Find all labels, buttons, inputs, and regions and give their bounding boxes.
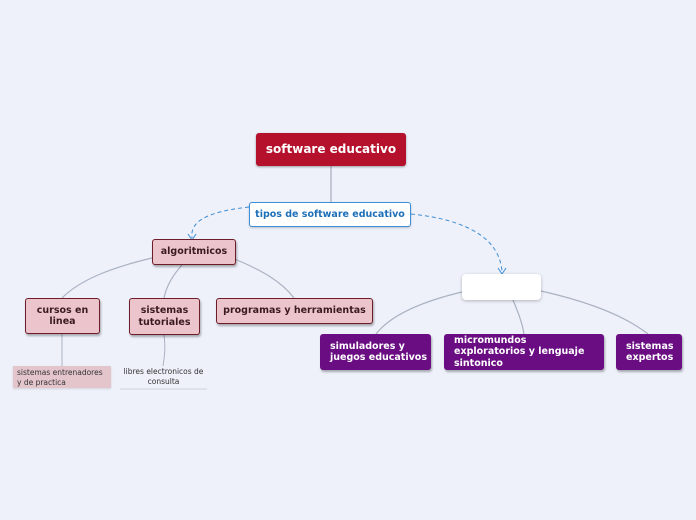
topic-sistemas-expertos[interactable]: sistemas expertos [616, 334, 682, 370]
note-libres-text: libres electronicos de consulta [123, 367, 204, 387]
heuristic-to-micromundos-line [512, 299, 525, 335]
topic-heuristic-unlabeled[interactable] [462, 274, 541, 300]
topic-cursos-label: cursos en linea [36, 304, 89, 327]
note-libres-electronicos[interactable]: libres electronicos de consulta [120, 367, 207, 387]
topic-tipos-label: tipos de software educativo [255, 208, 405, 220]
algoritmicos-to-cursos-line [61, 257, 153, 299]
topic-algoritmicos[interactable]: algoritmicos [152, 239, 236, 265]
tutoriales-to-note-line [162, 334, 166, 367]
category-to-heuristic-link [410, 213, 503, 273]
topic-simuladores-label: simuladores y juegos educativos [330, 340, 427, 363]
topic-tutoriales-label: sistemas tutoriales [138, 305, 191, 328]
algoritmicos-to-tutoriales-line [163, 264, 183, 299]
topic-cursos-en-linea[interactable]: cursos en linea [25, 298, 100, 334]
topic-micromundos-label: micromundos exploratorios y lenguaje sin… [454, 334, 585, 369]
topic-expertos-label: sistemas expertos [626, 340, 674, 363]
heuristic-to-expertos-line [540, 290, 649, 335]
topic-algoritmicos-label: algoritmicos [160, 246, 228, 258]
heuristic-to-simuladores-line [375, 291, 463, 335]
topic-sistemas-tutoriales[interactable]: sistemas tutoriales [129, 298, 200, 335]
note-sistemas-entrenadores[interactable]: sistemas entrenadores y de practica [13, 366, 111, 388]
topic-programas-y-herramientas[interactable]: programas y herramientas [216, 298, 373, 324]
topic-simuladores-y-juegos[interactable]: simuladores y juegos educativos [320, 334, 431, 370]
algoritmicos-to-programas-line [231, 257, 295, 299]
category-to-algoritmicos-link [191, 206, 250, 239]
topic-tipos-de-software[interactable]: tipos de software educativo [249, 202, 411, 227]
root-topic-label: software educativo [265, 142, 397, 157]
note-entrenadores-text: sistemas entrenadores y de practica [17, 368, 103, 388]
topic-programas-label: programas y herramientas [223, 305, 366, 317]
topic-micromundos-exploratorios[interactable]: micromundos exploratorios y lenguaje sin… [444, 334, 604, 370]
root-topic-software-educativo[interactable]: software educativo [256, 133, 406, 166]
